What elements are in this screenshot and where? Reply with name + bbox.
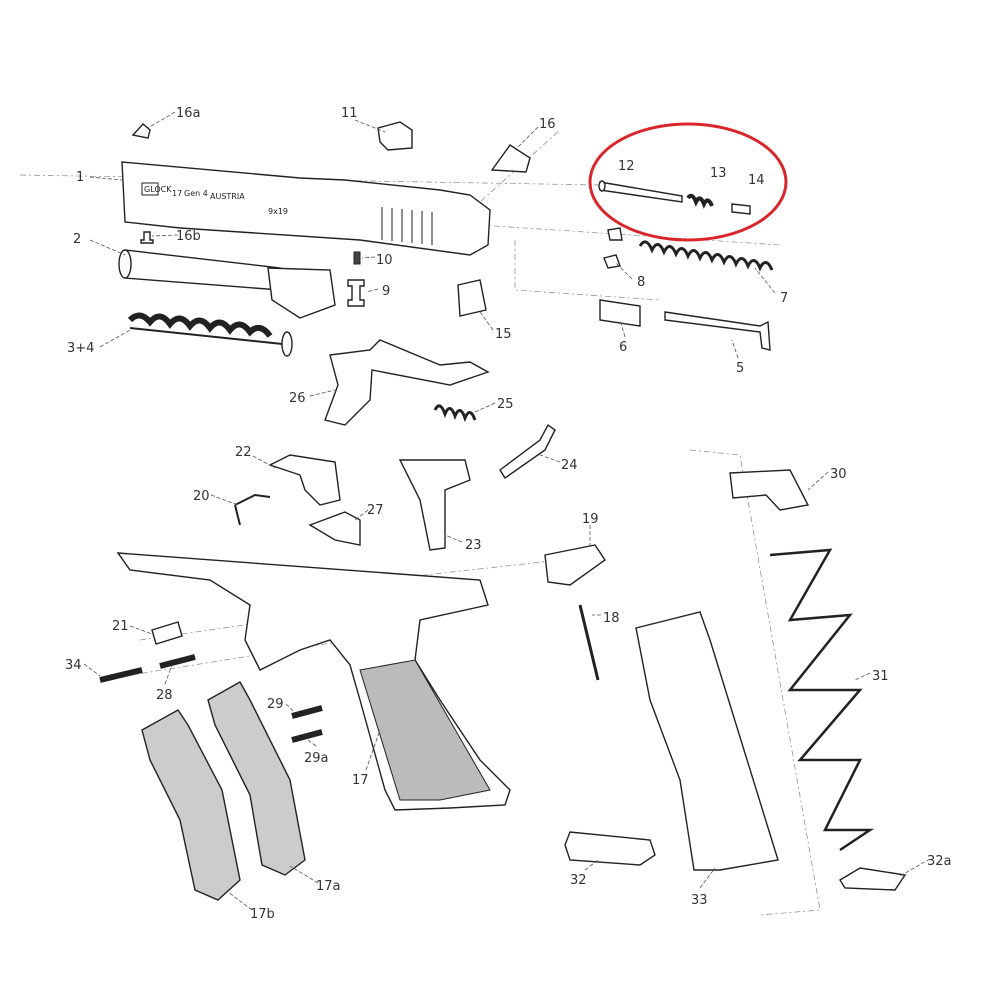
label-11: 11 [341, 106, 358, 121]
part-25-spring [433, 404, 477, 423]
label-28: 28 [156, 688, 173, 703]
label-16: 16 [539, 117, 556, 132]
part-23 [398, 459, 471, 551]
part-10 [353, 251, 361, 265]
label-25: 25 [497, 397, 514, 412]
label-10: 10 [376, 253, 393, 268]
label-30: 30 [830, 467, 847, 482]
part-33 [635, 611, 779, 871]
label-6: 6 [619, 340, 627, 355]
highlighted-parts-group [588, 122, 788, 242]
label-16b: 16b [176, 229, 201, 244]
label-24: 24 [561, 458, 578, 473]
slide-gen: Gen 4 [184, 189, 208, 198]
part-29a [291, 729, 323, 743]
part-barrel [118, 249, 336, 319]
label-8: 8 [637, 275, 645, 290]
label-12: 12 [618, 159, 635, 174]
label-5: 5 [736, 361, 744, 376]
slide-model: 17 [172, 189, 182, 198]
part-27 [308, 511, 361, 546]
label-22: 22 [235, 445, 252, 460]
part-20 [234, 493, 271, 526]
highlight-circle [588, 122, 788, 242]
part-29 [291, 705, 323, 719]
part-17a [207, 681, 306, 876]
part-16 [490, 144, 531, 173]
part-19 [544, 544, 606, 586]
label-2: 2 [73, 232, 81, 247]
label-1: 1 [76, 170, 84, 185]
part-26 [324, 339, 490, 426]
label-14: 14 [748, 173, 765, 188]
slide-caliber: 9x19 [268, 207, 288, 216]
label-29a: 29a [304, 751, 329, 766]
part-21 [151, 621, 183, 645]
frame-grip-texture [359, 659, 491, 801]
label-16a: 16a [176, 106, 201, 121]
part-32a [839, 867, 907, 891]
label-3-4: 3+4 [67, 341, 94, 356]
part-recoil-spring [127, 312, 293, 357]
slide-origin: AUSTRIA [210, 192, 245, 201]
part-28 [159, 654, 196, 669]
label-13: 13 [710, 166, 727, 181]
label-7: 7 [780, 291, 788, 306]
label-27: 27 [367, 503, 384, 518]
part-32 [564, 831, 656, 866]
label-34: 34 [65, 658, 82, 673]
slide-logo: GLOCK [144, 185, 172, 194]
label-18: 18 [603, 611, 620, 626]
label-23: 23 [465, 538, 482, 553]
part-6 [599, 299, 641, 327]
part-9 [347, 279, 365, 307]
part-24 [499, 423, 556, 479]
label-32: 32 [570, 873, 587, 888]
label-26: 26 [289, 391, 306, 406]
label-29: 29 [267, 697, 284, 712]
part-16a [131, 123, 151, 139]
label-32a: 32a [927, 854, 952, 869]
label-9: 9 [382, 284, 390, 299]
part-5 [664, 311, 771, 351]
label-33: 33 [691, 893, 708, 908]
label-20: 20 [193, 489, 210, 504]
part-11 [377, 121, 413, 151]
part-8b [603, 254, 621, 269]
part-7-spring [638, 240, 774, 272]
part-22 [268, 454, 341, 506]
part-15 [457, 279, 487, 317]
label-15: 15 [495, 327, 512, 342]
leader-lines [83, 111, 931, 911]
part-17b [141, 709, 241, 901]
part-8a [607, 227, 623, 241]
label-17: 17 [352, 773, 369, 788]
part-30 [729, 469, 810, 511]
part-34 [99, 667, 143, 683]
label-21: 21 [112, 619, 129, 634]
part-slide: GLOCK 17 Gen 4 AUSTRIA 9x19 [121, 161, 491, 256]
label-17a: 17a [316, 879, 341, 894]
part-16b [140, 231, 154, 244]
label-19: 19 [582, 512, 599, 527]
label-17b: 17b [250, 907, 275, 922]
part-labels: 16a 11 16 1 12 13 14 16b 10 2 9 8 7 15 3… [65, 106, 952, 922]
label-31: 31 [872, 669, 889, 684]
part-18 [578, 604, 600, 681]
part-31-spring [769, 548, 875, 852]
